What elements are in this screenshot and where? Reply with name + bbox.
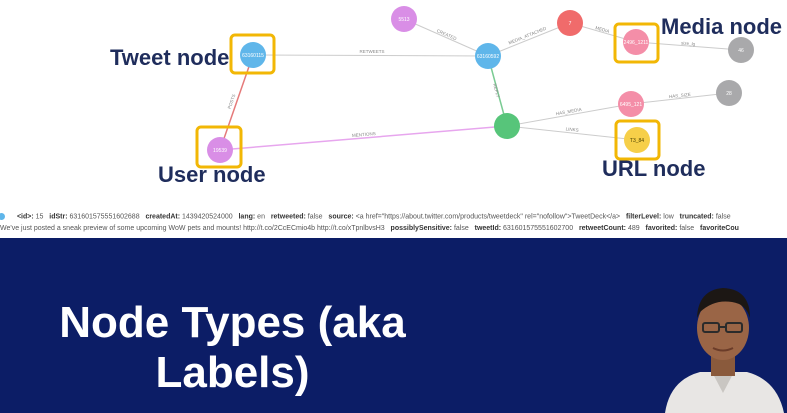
source-node-label: 5513 xyxy=(398,17,409,23)
media2-node-label: 6495_121 xyxy=(620,102,642,108)
edge-label-links: LINKS xyxy=(565,126,578,132)
green-node[interactable] xyxy=(494,113,520,139)
prop-value-filterlevel: low xyxy=(663,213,674,221)
edge-label-size-lg: size_lg xyxy=(681,41,696,47)
size-node-28[interactable]: 28 xyxy=(716,80,742,106)
prop-value-text: We've just posted a sneak preview of som… xyxy=(0,225,385,232)
media-node-label: 2496_1211 xyxy=(624,40,649,46)
edge-label-has-size: HAS_SIZE xyxy=(669,92,691,99)
source-node[interactable]: 5513 xyxy=(391,6,417,32)
graph-canvas[interactable]: RETWEETS CREATED MEDIA_ATTACHED MEDIA si… xyxy=(0,0,787,210)
edge-media-attached[interactable] xyxy=(487,22,571,57)
prop-value-favorited: false xyxy=(679,225,695,232)
user-node-label: 19539 xyxy=(213,148,227,154)
properties-line-1: <id>: 15 idStr: 631601575551602688 creat… xyxy=(0,213,731,220)
tweet-node[interactable]: 63160115 xyxy=(240,42,266,68)
red-node[interactable]: 7 xyxy=(557,10,583,36)
edge-mentions[interactable] xyxy=(219,125,508,151)
edge-label-mentions: MENTIONS xyxy=(352,131,376,138)
edge-has-media[interactable] xyxy=(506,103,632,127)
user-node[interactable]: 19539 xyxy=(207,137,233,163)
prop-key-retweeted: retweeted: xyxy=(270,213,306,221)
tweet-type-icon xyxy=(0,213,5,220)
prop-value-createdat: 1439420524000 xyxy=(182,213,233,221)
prop-value-possiblysensitive: false xyxy=(453,225,469,232)
prop-key-createdat: createdAt: xyxy=(145,213,181,221)
prop-value-truncated: false xyxy=(715,213,731,221)
edge-label-posts: POSTS xyxy=(227,93,237,109)
prop-key-idstr: idStr: xyxy=(49,213,68,221)
edge-created[interactable] xyxy=(403,18,489,57)
prop-key-lang: lang: xyxy=(238,213,256,221)
url-node-callout: URL node xyxy=(602,156,706,181)
properties-line-2: We've just posted a sneak preview of som… xyxy=(0,225,739,232)
edge-label-media: MEDIA xyxy=(595,25,610,34)
prop-value-retweeted: false xyxy=(307,213,323,221)
prop-value-retweetcount: 489 xyxy=(627,225,640,232)
user-highlight-box xyxy=(195,125,243,169)
prop-key-retweetcount: retweetCount: xyxy=(578,225,626,232)
prop-key-tweetid: tweetId: xyxy=(474,225,502,232)
prop-value-lang: en xyxy=(257,213,265,221)
media2-node[interactable]: 6495_121 xyxy=(618,91,644,117)
size-node-46[interactable]: 46 xyxy=(728,37,754,63)
edge-label-retweets: RETWEETS xyxy=(359,49,384,54)
user-node-callout: User node xyxy=(158,162,266,187)
media-node[interactable]: 2496_1211 xyxy=(623,29,649,55)
edge-posts[interactable] xyxy=(219,54,254,151)
edge-retweets[interactable] xyxy=(252,54,489,57)
url-node[interactable]: T3_84 xyxy=(624,127,650,153)
graph-svg[interactable]: RETWEETS CREATED MEDIA_ATTACHED MEDIA si… xyxy=(0,0,787,210)
tweet2-node-label: 63160592 xyxy=(477,54,499,60)
edge-label-reply: REPLY xyxy=(492,83,501,98)
url-node-label: T3_84 xyxy=(630,138,644,144)
tweet-node-label: 63160115 xyxy=(242,53,264,59)
slide-banner: Node Types (aka Labels) xyxy=(0,238,787,413)
media-node-callout: Media node xyxy=(661,14,783,39)
tweet-highlight-box xyxy=(229,33,276,75)
prop-value-source: <a href="https://about.twitter.com/produ… xyxy=(355,213,621,221)
red-node-label: 7 xyxy=(569,21,572,27)
prop-key-favorited: favorited: xyxy=(645,225,678,232)
node-properties-panel: <id>: 15 idStr: 631601575551602688 creat… xyxy=(0,210,787,238)
edge-label-has-media: HAS_MEDIA xyxy=(555,107,581,116)
edge-label-media-attached: MEDIA_ATTACHED xyxy=(508,25,548,45)
tweet2-node[interactable]: 63160592 xyxy=(475,43,501,69)
prop-key-source: source: xyxy=(328,213,354,221)
edge-size-lg[interactable] xyxy=(635,41,742,51)
prop-value-idstr: 631601575551602688 xyxy=(69,213,140,221)
prop-key-favoritecount: favoriteCou xyxy=(699,225,739,232)
prop-key-truncated: truncated: xyxy=(679,213,714,221)
presenter-video-image xyxy=(660,268,787,413)
prop-key-possiblysensitive: possiblySensitive: xyxy=(390,225,453,232)
tweet-node-callout: Tweet node xyxy=(110,45,230,70)
prop-key-filterlevel: filterLevel: xyxy=(625,213,662,221)
prop-key-id: <id>: xyxy=(16,213,34,221)
slide-title: Node Types (aka Labels) xyxy=(0,298,465,398)
prop-value-tweetid: 631601575551602700 xyxy=(503,225,574,232)
edge-has-size[interactable] xyxy=(630,92,730,105)
size-node-28-label: 28 xyxy=(726,91,732,97)
media-highlight-box xyxy=(613,22,660,64)
prop-value-id: 15 xyxy=(35,213,44,221)
url-highlight-box xyxy=(614,119,661,161)
slide-title-line-1: Node Types (aka xyxy=(59,298,406,347)
size-node-46-label: 46 xyxy=(738,48,744,54)
slide-title-line-2: Labels) xyxy=(155,348,310,397)
